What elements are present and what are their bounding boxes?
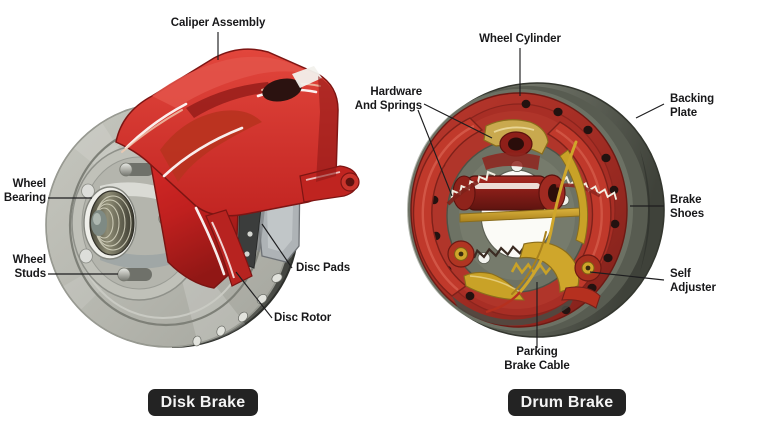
caliper-mounting-ear bbox=[299, 165, 360, 203]
caliper-assembly bbox=[115, 48, 360, 289]
self-adjuster bbox=[519, 241, 602, 309]
label-backing-plate: Backing Plate bbox=[670, 93, 715, 120]
parking-brake-cable bbox=[485, 140, 578, 314]
drum-brake-assembly bbox=[407, 48, 665, 348]
label-disc-rotor: Disc Rotor bbox=[274, 312, 332, 324]
drum-leader-lines bbox=[417, 48, 665, 348]
label-self-adjuster: Self Adjuster bbox=[670, 268, 716, 295]
label-wheel-bearing: Wheel Bearing bbox=[3, 178, 46, 205]
label-hardware-and-springs: Hardware And Springs bbox=[354, 86, 422, 113]
label-disc-pads: Disc Pads bbox=[296, 262, 351, 274]
caliper-lower-tail bbox=[205, 209, 253, 287]
badge-drum-brake: Drum Brake bbox=[508, 389, 626, 416]
label-brake-shoes: Brake Shoes bbox=[670, 194, 705, 221]
label-wheel-cylinder: Wheel Cylinder bbox=[479, 33, 561, 45]
shoe-web-upper bbox=[482, 152, 540, 170]
wheel-bearing bbox=[83, 186, 137, 260]
label-parking-brake-cable: Parking Brake Cable bbox=[504, 346, 570, 373]
disk-leader-lines bbox=[48, 32, 293, 319]
anchor-pin bbox=[447, 240, 475, 268]
wheel-cylinder bbox=[483, 119, 549, 157]
badge-disk-brake: Disk Brake bbox=[148, 389, 258, 416]
disk-brake-assembly bbox=[45, 32, 360, 348]
label-caliper-assembly: Caliper Assembly bbox=[170, 17, 266, 29]
label-wheel-studs: Wheel Studs bbox=[12, 254, 46, 281]
